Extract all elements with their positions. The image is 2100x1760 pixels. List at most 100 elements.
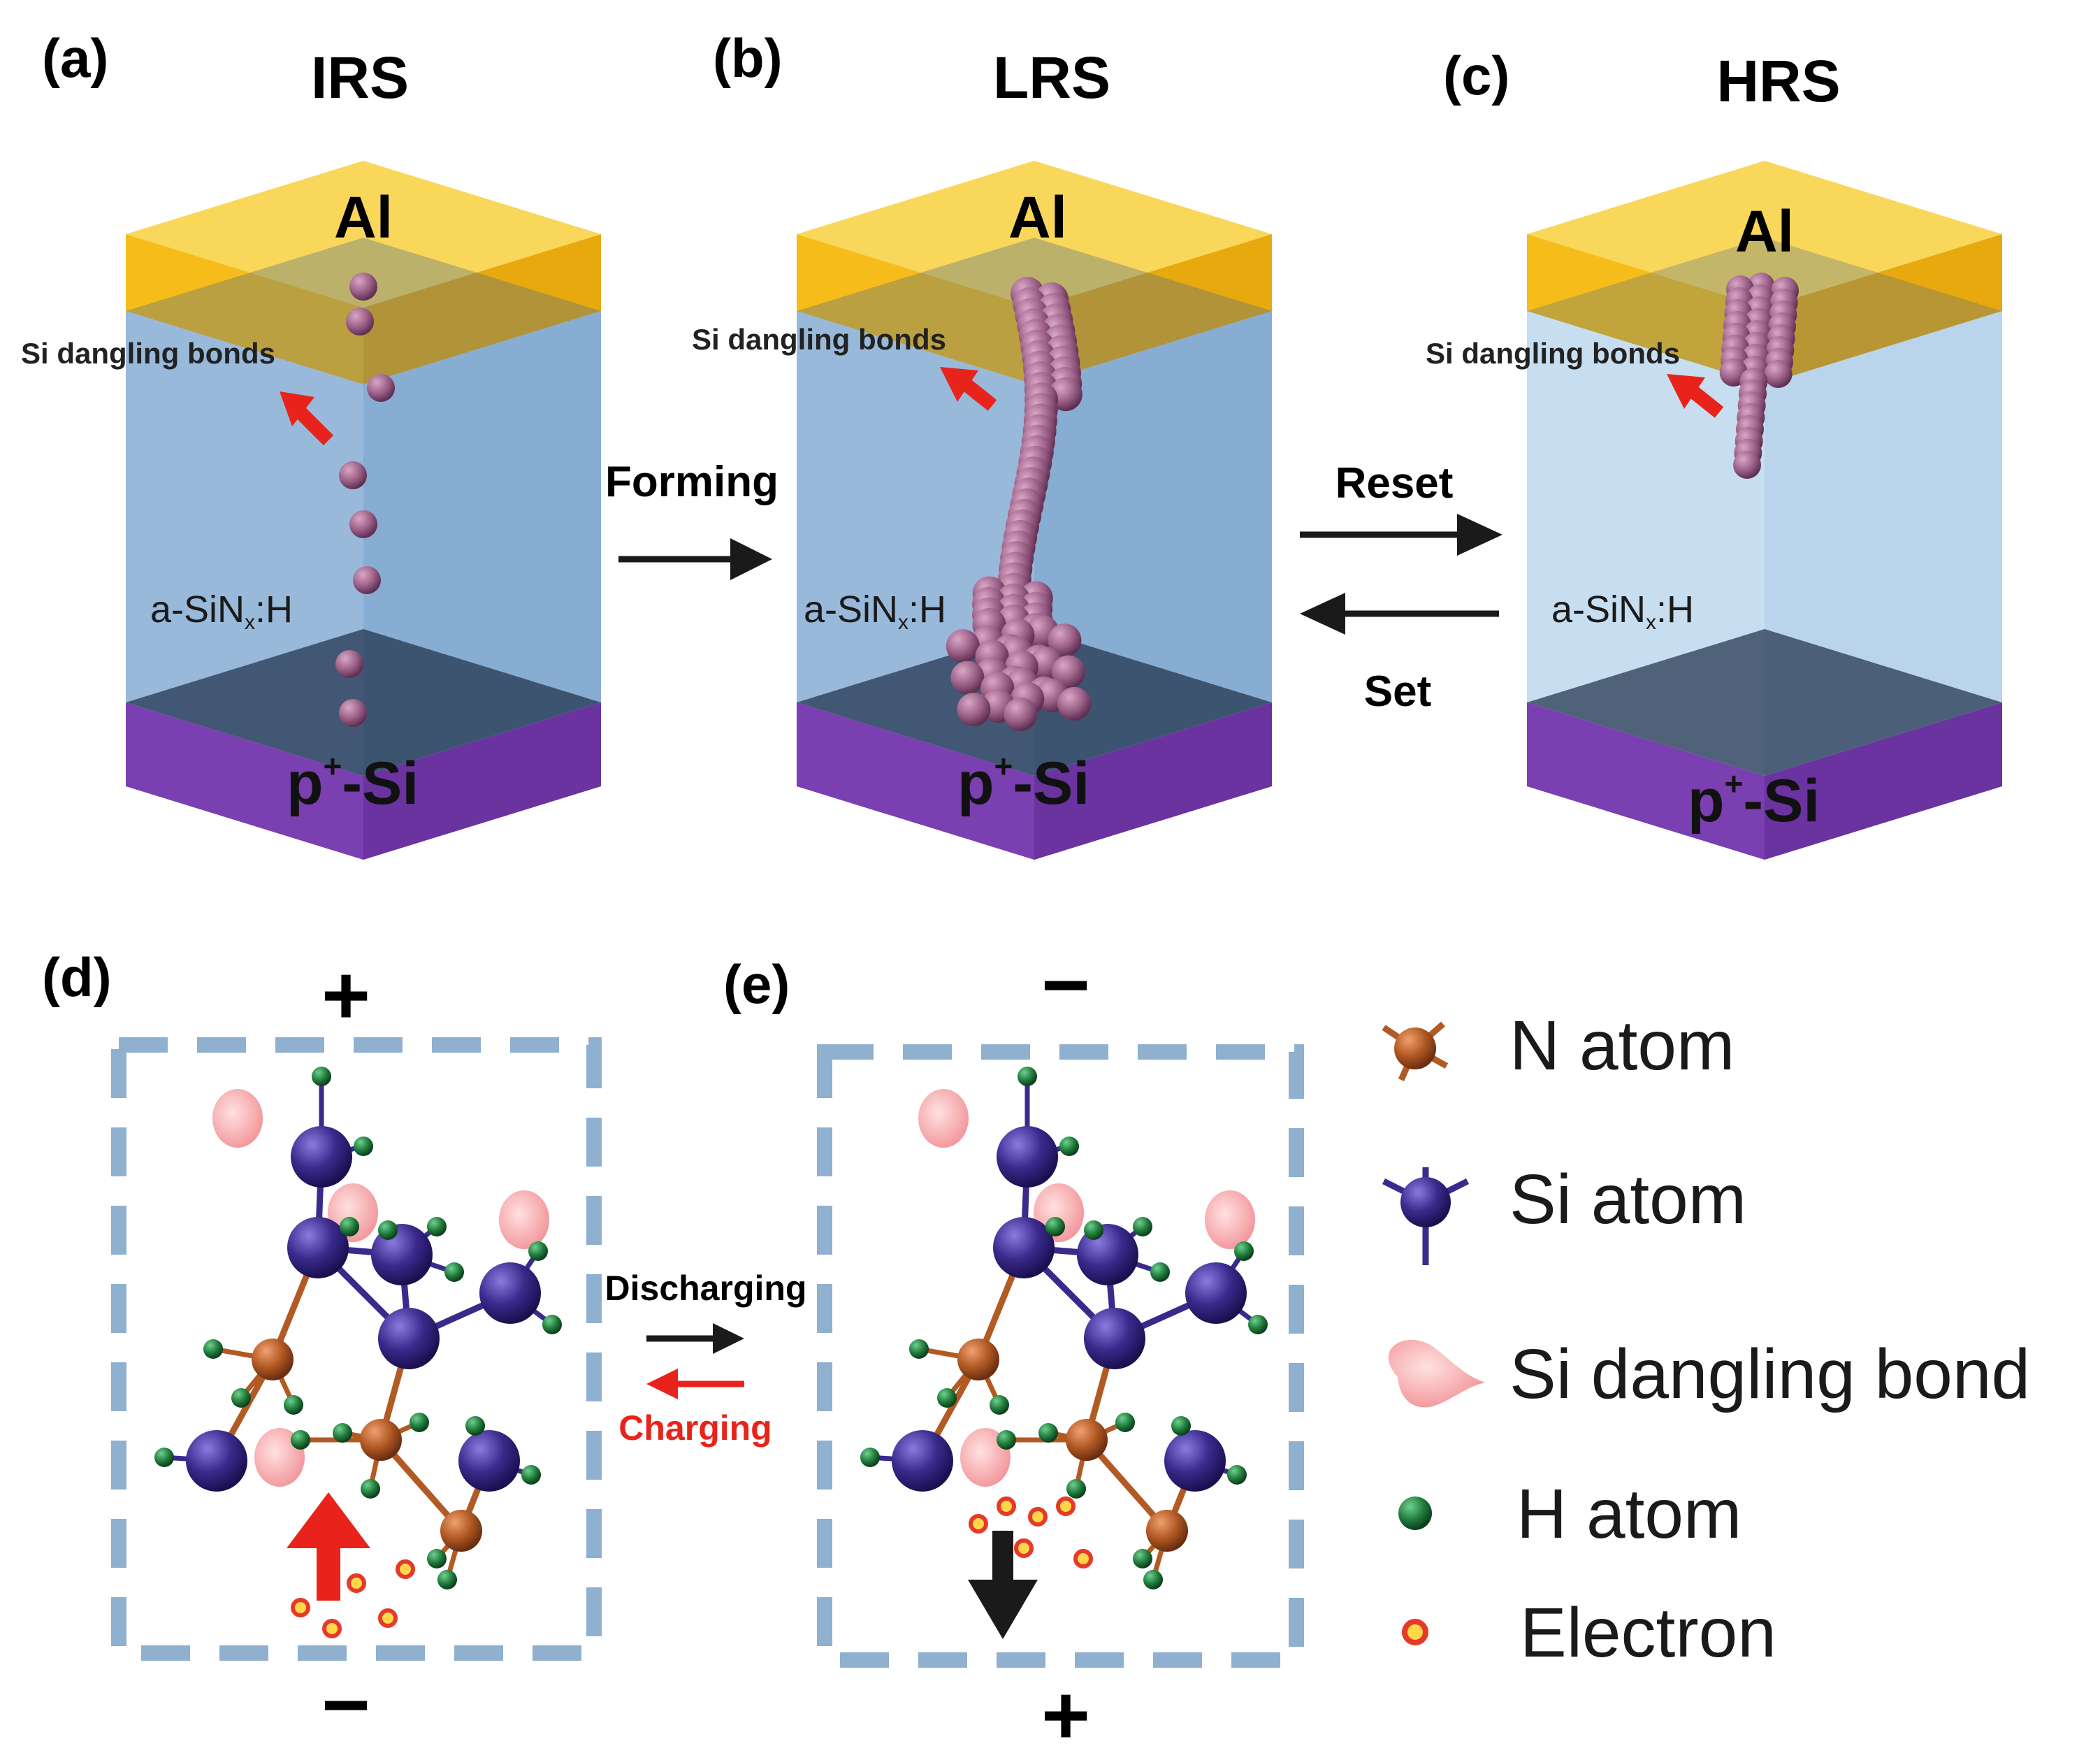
film-label-c: a-SiNx:H [1551, 589, 1694, 634]
dangling-bond-site [1051, 655, 1085, 689]
n-atom-icon [1066, 1419, 1108, 1461]
dangling-bond-site [950, 661, 985, 695]
dangling-bond-site [1733, 451, 1761, 479]
legend-label: Electron [1520, 1594, 1776, 1672]
h-atom-icon [1248, 1315, 1268, 1334]
set-label: Set [1364, 668, 1431, 716]
device-stack-a [126, 161, 601, 860]
dangling-bond-site [946, 629, 980, 663]
h-atom-icon [997, 1430, 1016, 1450]
h-atom-icon [1133, 1217, 1152, 1236]
dangling-bond-site [1764, 360, 1793, 388]
si-atom-icon [1084, 1308, 1145, 1369]
h-atom-icon [361, 1479, 380, 1499]
h-atom-icon [410, 1413, 429, 1432]
dangling-bond-site [335, 650, 363, 678]
legend-label: N atom [1509, 1007, 1735, 1085]
dangling-bond-site [1048, 623, 1082, 658]
defect-label-c: Si dangling bonds [1426, 337, 1680, 370]
si-atom-icon [287, 1217, 349, 1278]
mechanism-row: (d) + − Discharging Charging (e) − [42, 938, 2030, 1760]
red-arrow-head-icon [280, 391, 314, 426]
h-atom-icon [1143, 1570, 1163, 1589]
h-atom-icon [1234, 1241, 1254, 1261]
si-atom-icon [479, 1262, 541, 1324]
panel-c: (c) HRS Al a-SiNx:H p+-Si Si dangling bo… [1426, 45, 2002, 860]
electron-icon [1028, 1507, 1048, 1527]
h-atom-icon [1227, 1465, 1247, 1485]
forming-label: Forming [605, 458, 779, 506]
device-stack-b [797, 161, 1272, 860]
electron-icon [1056, 1496, 1076, 1516]
dangling-bond-icon [918, 1089, 969, 1148]
psi-label-b: p+-Si [957, 748, 1089, 817]
h-atom-icon [203, 1339, 223, 1359]
psi-label-c: p+-Si [1688, 765, 1820, 835]
dangling-bond-site [367, 374, 395, 402]
n-atom-icon [957, 1339, 999, 1380]
h-atom-icon [427, 1549, 447, 1568]
filament-b [946, 277, 1092, 731]
h-atom-icon [340, 1217, 359, 1236]
defect-label-b: Si dangling bonds [692, 323, 946, 356]
h-atom-icon [1059, 1137, 1079, 1156]
electron-icon [969, 1514, 988, 1534]
si-atom-icon [378, 1308, 440, 1369]
n-atom-icon [1146, 1510, 1188, 1552]
down-arrow-head-icon [968, 1580, 1038, 1639]
h-atom-icon [990, 1395, 1009, 1415]
h-atom-icon [521, 1465, 541, 1485]
defect-label-a: Si dangling bonds [21, 337, 275, 370]
red-arrow-head-icon [940, 367, 978, 402]
h-atom-icon [542, 1315, 562, 1334]
h-atom-icon [427, 1217, 447, 1236]
n-atom-icon [360, 1419, 402, 1461]
h-atom-icon [231, 1388, 251, 1408]
panel-d: (d) + − [42, 946, 602, 1752]
top-sign-d: + [321, 948, 370, 1042]
h-atom-icon [1084, 1220, 1103, 1240]
up-arrow-head-icon [287, 1492, 370, 1548]
reset-label: Reset [1335, 459, 1454, 507]
si-atom-icon [1185, 1262, 1247, 1324]
dangling-bond-site [1057, 686, 1092, 721]
h-atom-icon [1171, 1416, 1191, 1436]
dangling-bond-icon [1205, 1190, 1255, 1249]
discharging-arrow-head-icon [713, 1323, 744, 1354]
dangling-bond-icon [1388, 1339, 1485, 1408]
panel-letter-c: (c) [1443, 45, 1509, 106]
red-arrow-head-icon [1667, 374, 1705, 409]
si-atom-icon [892, 1430, 953, 1492]
electron-icon [1073, 1549, 1093, 1568]
h-atom-icon [284, 1395, 303, 1415]
n-atom-icon [440, 1510, 482, 1552]
electrons-e [969, 1496, 1093, 1568]
electron-icon [1014, 1538, 1034, 1558]
panel-b: (b) LRS Al a-SiNx:H p+-Si Si dangling bo… [692, 27, 1272, 860]
h-atom-icon [1018, 1067, 1037, 1086]
h-atom-icon [1398, 1496, 1432, 1530]
set-arrow-head-icon [1300, 593, 1345, 635]
n-atom-icon [1382, 1021, 1449, 1081]
legend-label: H atom [1516, 1475, 1741, 1553]
device-stack-c [1527, 161, 2002, 860]
h-atom-icon [860, 1448, 880, 1467]
si-atom-icon [458, 1430, 520, 1492]
dangling-bond-site [957, 693, 991, 726]
h-atom-icon [312, 1067, 331, 1086]
molecule-d [154, 1067, 562, 1589]
h-atom-icon [437, 1570, 457, 1589]
top-sign-e: − [1041, 938, 1090, 1032]
dangling-bond-site [339, 461, 367, 489]
reset-set-transition: Reset Set [1300, 459, 1502, 716]
electron-icon [291, 1598, 310, 1617]
al-label-a: Al [334, 185, 393, 250]
psi-label-a: p+-Si [287, 748, 419, 817]
forming-transition: Forming [605, 458, 779, 580]
legend-label: Si dangling bond [1509, 1335, 2030, 1413]
dashed-box-d [111, 1037, 602, 1661]
legend: N atom Si atom Si dangling bond H atom [1382, 1007, 2030, 1672]
h-atom-icon [1066, 1479, 1086, 1499]
filament-c [1719, 273, 1799, 479]
